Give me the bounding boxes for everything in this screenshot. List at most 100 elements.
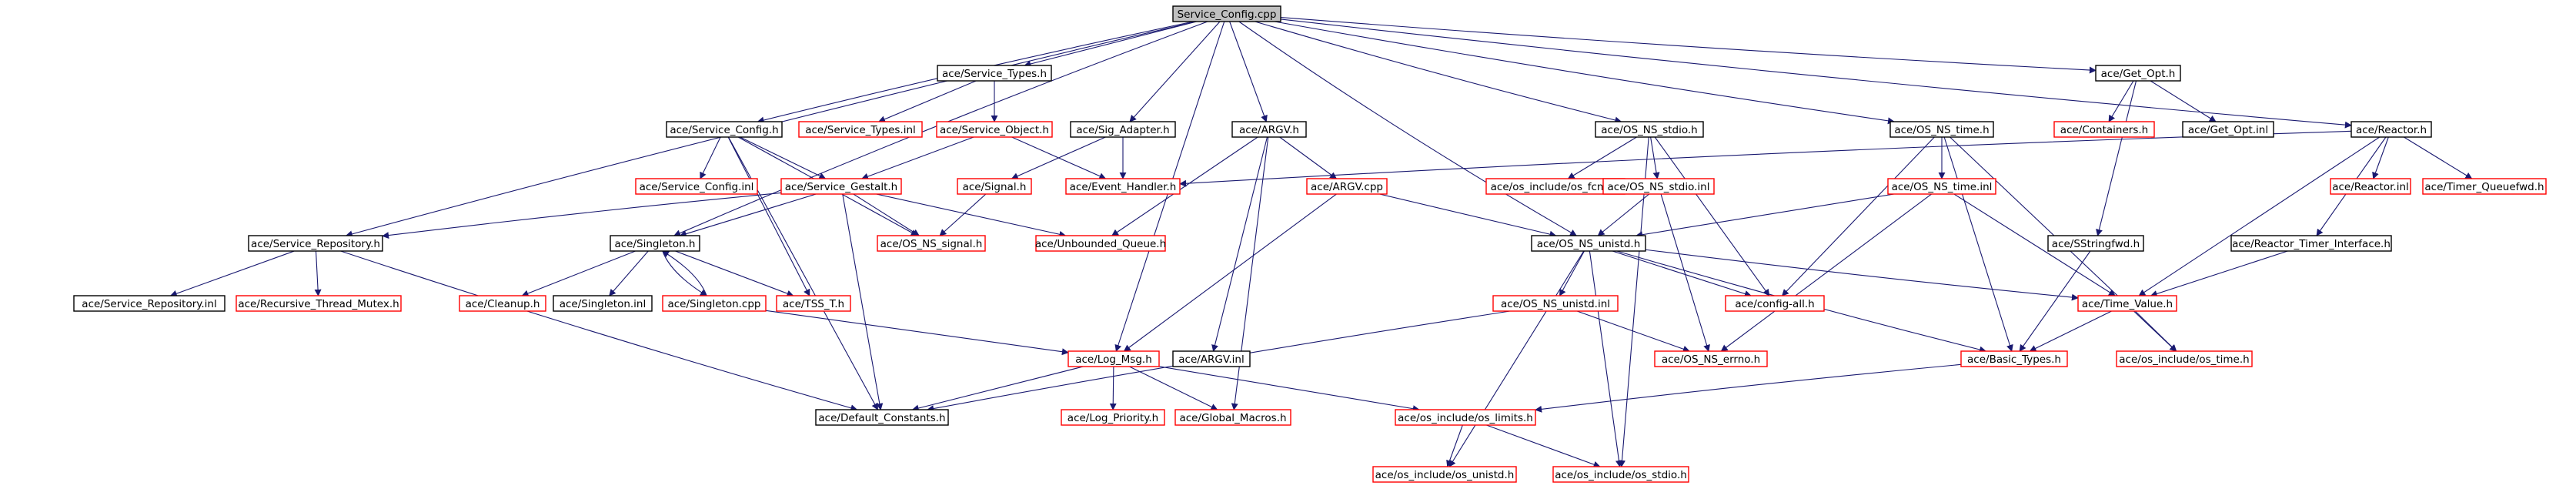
node-box[interactable]: [2095, 65, 2181, 82]
node-box[interactable]: [662, 295, 767, 312]
node-box[interactable]: [635, 178, 758, 195]
node-argv-h[interactable]: ace/ARGV.h: [1231, 121, 1307, 138]
node-box[interactable]: [1602, 178, 1715, 195]
node-box[interactable]: [776, 295, 851, 312]
node-service-object-h[interactable]: ace/Service_Object.h: [936, 121, 1053, 138]
node-box[interactable]: [1552, 466, 1689, 483]
node-box[interactable]: [1070, 121, 1176, 138]
node-containers-h[interactable]: ace/Containers.h: [2053, 121, 2155, 138]
node-os-ns-signal-h[interactable]: ace/OS_NS_signal.h: [877, 235, 986, 252]
node-log-priority-h[interactable]: ace/Log_Priority.h: [1061, 409, 1165, 426]
node-box[interactable]: [2350, 121, 2432, 138]
node-service-types-inl[interactable]: ace/Service_Types.inl: [798, 121, 923, 138]
node-sig-adapter-h[interactable]: ace/Sig_Adapter.h: [1070, 121, 1176, 138]
node-box[interactable]: [798, 121, 923, 138]
node-service-repository-h[interactable]: ace/Service_Repository.h: [248, 235, 383, 252]
node-os-unistd-h[interactable]: ace/os_include/os_unistd.h: [1372, 466, 1517, 483]
node-os-ns-errno-h[interactable]: ace/OS_NS_errno.h: [1654, 350, 1768, 367]
node-default-constants-h[interactable]: ace/Default_Constants.h: [815, 409, 949, 426]
node-argv-inl[interactable]: ace/ARGV.inl: [1172, 350, 1251, 367]
node-singleton-cpp[interactable]: ace/Singleton.cpp: [662, 295, 767, 312]
node-box[interactable]: [1067, 350, 1160, 367]
node-basic-types-h[interactable]: ace/Basic_Types.h: [1960, 350, 2068, 367]
node-box[interactable]: [610, 235, 700, 252]
node-event-handler-h[interactable]: ace/Event_Handler.h: [1065, 178, 1181, 195]
node-reactor-timer-interface-h[interactable]: ace/Reactor_Timer_Interface.h: [2230, 235, 2392, 252]
node-box[interactable]: [2077, 295, 2177, 312]
node-os-ns-stdio-h[interactable]: ace/OS_NS_stdio.h: [1595, 121, 1704, 138]
node-box[interactable]: [1372, 466, 1517, 483]
node-box[interactable]: [1172, 5, 1281, 22]
node-box[interactable]: [248, 235, 383, 252]
node-box[interactable]: [937, 65, 1052, 82]
node-box[interactable]: [1174, 409, 1291, 426]
node-box[interactable]: [1492, 295, 1619, 312]
node-box[interactable]: [1887, 178, 1996, 195]
node-time-value-h[interactable]: ace/Time_Value.h: [2077, 295, 2177, 312]
node-box[interactable]: [236, 295, 402, 312]
node-log-msg-h[interactable]: ace/Log_Msg.h: [1067, 350, 1160, 367]
node-box[interactable]: [780, 178, 902, 195]
node-sstringfwd-h[interactable]: ace/SStringfwd.h: [2047, 235, 2144, 252]
node-os-ns-stdio-inl[interactable]: ace/OS_NS_stdio.inl: [1602, 178, 1715, 195]
node-singleton-inl[interactable]: ace/Singleton.inl: [553, 295, 653, 312]
node-os-ns-unistd-inl[interactable]: ace/OS_NS_unistd.inl: [1492, 295, 1619, 312]
node-config-all-h[interactable]: ace/config-all.h: [1725, 295, 1825, 312]
node-service-repository-inl[interactable]: ace/Service_Repository.inl: [73, 295, 226, 312]
node-box[interactable]: [815, 409, 949, 426]
node-box[interactable]: [2422, 178, 2547, 195]
node-box[interactable]: [459, 295, 546, 312]
node-service-config-cpp[interactable]: Service_Config.cpp: [1172, 5, 1281, 22]
node-reactor-h[interactable]: ace/Reactor.h: [2350, 121, 2432, 138]
node-singleton-h[interactable]: ace/Singleton.h: [610, 235, 700, 252]
node-box[interactable]: [1960, 350, 2068, 367]
node-recursive-thread-mutex-h[interactable]: ace/Recursive_Thread_Mutex.h: [236, 295, 402, 312]
node-box[interactable]: [1725, 295, 1825, 312]
node-service-types-h[interactable]: ace/Service_Types.h: [937, 65, 1052, 82]
node-service-config-inl[interactable]: ace/Service_Config.inl: [635, 178, 758, 195]
node-box[interactable]: [73, 295, 226, 312]
node-box[interactable]: [1172, 350, 1251, 367]
node-box[interactable]: [1889, 121, 1994, 138]
node-box[interactable]: [957, 178, 1032, 195]
node-service-config-h[interactable]: ace/Service_Config.h: [666, 121, 783, 138]
node-box[interactable]: [1395, 409, 1536, 426]
node-box[interactable]: [1065, 178, 1181, 195]
node-box[interactable]: [1231, 121, 1307, 138]
node-box[interactable]: [2116, 350, 2253, 367]
node-box[interactable]: [2053, 121, 2155, 138]
node-box[interactable]: [2047, 235, 2144, 252]
node-box[interactable]: [1654, 350, 1768, 367]
node-get-opt-inl[interactable]: ace/Get_Opt.inl: [2182, 121, 2274, 138]
node-os-ns-unistd-h[interactable]: ace/OS_NS_unistd.h: [1531, 235, 1646, 252]
node-global-macros-h[interactable]: ace/Global_Macros.h: [1174, 409, 1291, 426]
node-argv-cpp[interactable]: ace/ARGV.cpp: [1306, 178, 1388, 195]
node-box[interactable]: [2182, 121, 2274, 138]
node-get-opt-h[interactable]: ace/Get_Opt.h: [2095, 65, 2181, 82]
node-cleanup-h[interactable]: ace/Cleanup.h: [459, 295, 546, 312]
node-box[interactable]: [553, 295, 653, 312]
node-service-gestalt-h[interactable]: ace/Service_Gestalt.h: [780, 178, 902, 195]
node-tss-t-h[interactable]: ace/TSS_T.h: [776, 295, 851, 312]
node-os-ns-time-inl[interactable]: ace/OS_NS_time.inl: [1887, 178, 1996, 195]
node-timer-queuefwd-h[interactable]: ace/Timer_Queuefwd.h: [2422, 178, 2547, 195]
node-unbounded-queue-h[interactable]: ace/Unbounded_Queue.h: [1035, 235, 1166, 252]
node-box[interactable]: [1035, 235, 1166, 252]
node-box[interactable]: [666, 121, 783, 138]
node-box[interactable]: [936, 121, 1053, 138]
node-box[interactable]: [877, 235, 986, 252]
node-signal-h[interactable]: ace/Signal.h: [957, 178, 1032, 195]
node-box[interactable]: [1061, 409, 1165, 426]
node-os-limits-h[interactable]: ace/os_include/os_limits.h: [1395, 409, 1536, 426]
node-box[interactable]: [2330, 178, 2411, 195]
node-box[interactable]: [1531, 235, 1646, 252]
node-os-ns-time-h[interactable]: ace/OS_NS_time.h: [1889, 121, 1994, 138]
node-box[interactable]: [2230, 235, 2392, 252]
node-box[interactable]: [1306, 178, 1388, 195]
edge-os-ns-stdio-h-to-config-all-h: [1654, 136, 1770, 296]
node-os-stdio-h[interactable]: ace/os_include/os_stdio.h: [1552, 466, 1689, 483]
node-os-fcntl-h[interactable]: ace/os_include/os_fcntl.h: [1485, 178, 1625, 195]
node-os-time-h[interactable]: ace/os_include/os_time.h: [2116, 350, 2253, 367]
node-reactor-inl[interactable]: ace/Reactor.inl: [2330, 178, 2411, 195]
node-box[interactable]: [1595, 121, 1704, 138]
